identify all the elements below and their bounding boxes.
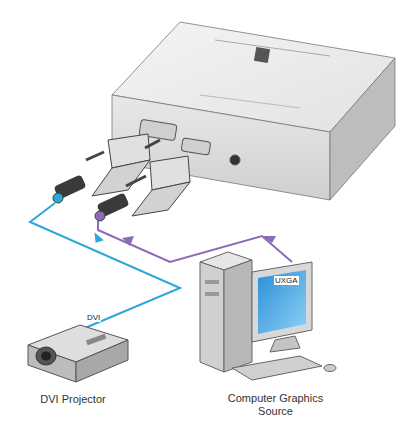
computer-icon [200, 252, 336, 380]
projector-icon [28, 325, 128, 382]
dvi-cable [30, 203, 180, 328]
vga-cable [98, 221, 292, 262]
computer-node: Computer Graphics Source [198, 248, 353, 418]
device-ports [139, 119, 240, 165]
projector-node: DVI Projector [8, 318, 138, 406]
signal-label: UXGA [274, 276, 299, 285]
device-caption: DVI Projector [8, 393, 138, 406]
vga-plug [95, 156, 190, 221]
device-caption: Computer Graphics Source [210, 392, 341, 418]
converter-box [112, 22, 395, 200]
dvi-plug [53, 134, 160, 203]
signal-label: DVI [86, 313, 101, 322]
